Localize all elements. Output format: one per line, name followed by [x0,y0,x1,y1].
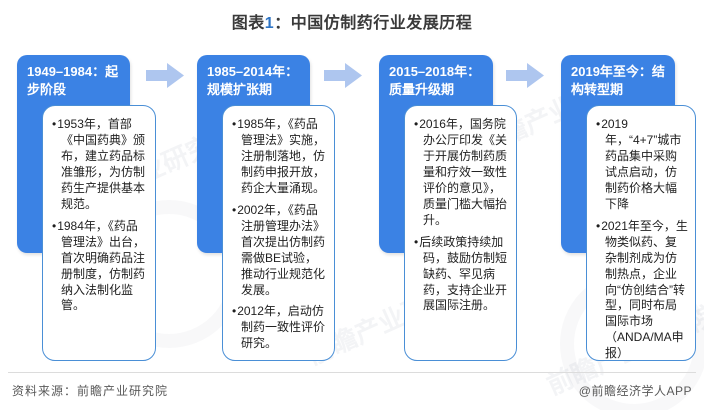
footer-divider [8,372,696,373]
figure-title-text: ：中国仿制药行业发展历程 [274,15,473,32]
stage-4-detail-box: 2019年，“4+7”城市药品集中采购试点启动，仿制药价格大幅下降 2021年至… [586,105,696,361]
stage-1-title: 1949–1984：起步阶段 [27,64,119,97]
source-note: 资料来源：前瞻产业研究院 [12,384,169,398]
figure-title-number: 1 [264,15,275,32]
stage-3-bullet: 后续政策持续加码，鼓励仿制短缺药、罕见病药，支持企业开展国际注册。 [414,235,509,315]
stage-4-bullet: 2019年，“4+7”城市药品集中采购试点启动，仿制药价格大幅下降 [596,117,688,213]
stage-2-bullet: 2002年，《药品注册管理办法》首次提出仿制药需做BE试验，推动行业规范化发展。 [232,203,327,299]
stage-1-bullet-list: 1953年，首部《中国药典》颁布，建立药品标准雏形，为仿制药生产提供基本规范。 … [52,117,148,314]
flow-arrow-icon [506,63,544,88]
figure-title-prefix: 图表 [231,15,265,32]
flow-arrow-icon [146,63,184,88]
stage-2-title: 1985–2014年：规模扩张期 [207,64,299,97]
brand-credit: @前瞻经济学人APP [578,384,692,398]
stage-1-detail-box: 1953年，首部《中国药典》颁布，建立药品标准雏形，为仿制药生产提供基本规范。 … [42,105,156,361]
stage-3-bullet-list: 2016年，国务院办公厅印发《关于开展仿制药质量和疗效一致性评价的意见》，质量门… [414,117,509,314]
stage-3-title: 2015–2018年：质量升级期 [389,64,481,97]
stage-3-bullet: 2016年，国务院办公厅印发《关于开展仿制药质量和疗效一致性评价的意见》，质量门… [414,117,509,229]
stage-2-bullet: 2012年，启动仿制药一致性评价研究。 [232,304,327,352]
stage-2-detail-box: 1985年，《药品管理法》实施，注册制落地，仿制药申报开放，药企大量涌现。 20… [222,105,335,361]
stage-1-bullet: 1984年，《药品管理法》出台，首次明确药品注册制度，仿制药纳入法制化监管。 [52,219,148,315]
stage-2-bullet: 1985年，《药品管理法》实施，注册制落地，仿制药申报开放，药企大量涌现。 [232,117,327,197]
stage-4-title: 2019年至今：结构转型期 [571,64,665,97]
stage-3-detail-box: 2016年，国务院办公厅印发《关于开展仿制药质量和疗效一致性评价的意见》，质量门… [404,105,517,361]
stage-4-bullet: 2021年至今，生物类似药、复杂制剂成为仿制热点，企业向“仿创结合”转型，同时布… [596,219,688,363]
stage-1-bullet: 1953年，首部《中国药典》颁布，建立药品标准雏形，为仿制药生产提供基本规范。 [52,117,148,213]
flow-arrow-icon [324,63,362,88]
stage-2-bullet-list: 1985年，《药品管理法》实施，注册制落地，仿制药申报开放，药企大量涌现。 20… [232,117,327,352]
figure-title: 图表1：中国仿制药行业发展历程 [0,9,704,33]
stage-4-bullet-list: 2019年，“4+7”城市药品集中采购试点启动，仿制药价格大幅下降 2021年至… [596,117,688,362]
